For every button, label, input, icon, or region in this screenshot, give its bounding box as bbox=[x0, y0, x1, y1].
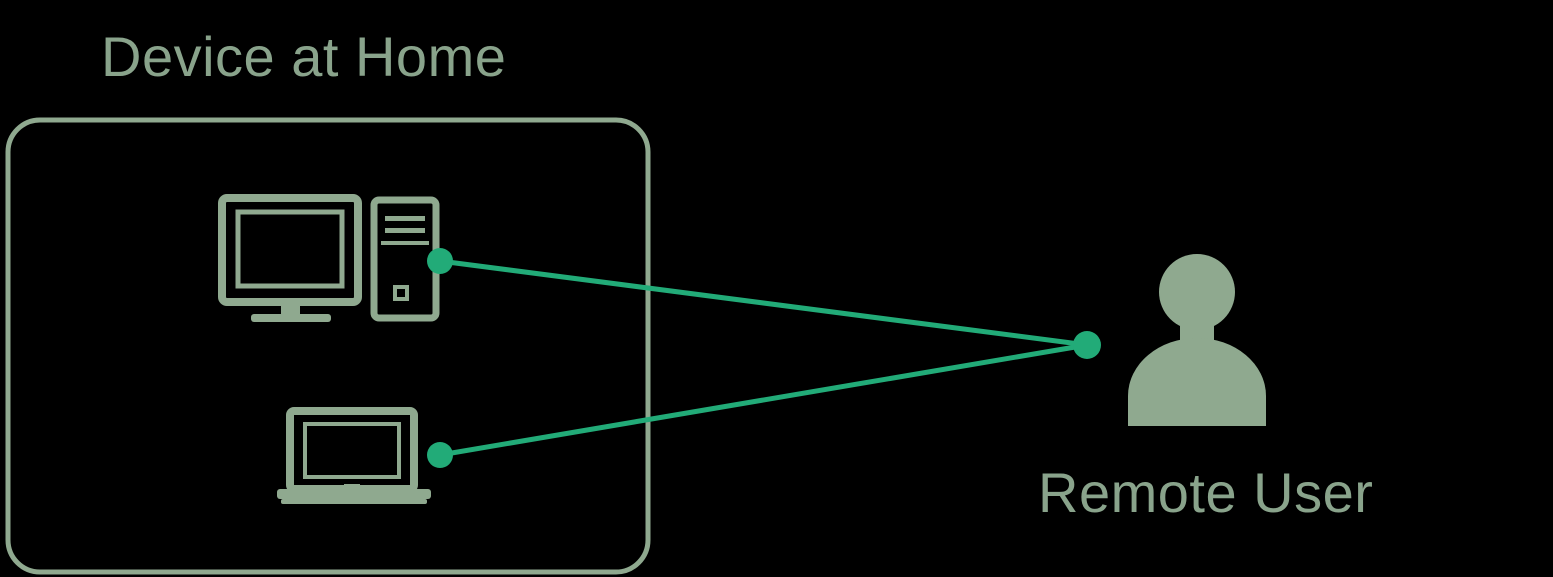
connector-dot-remote-user[interactable] bbox=[1073, 331, 1101, 359]
connection-line-laptop-to-remote-user bbox=[437, 342, 1090, 458]
home-boundary-box bbox=[5, 117, 651, 575]
person-body bbox=[1128, 338, 1266, 426]
connector-dot-desktop[interactable] bbox=[427, 248, 453, 274]
monitor-base bbox=[251, 314, 331, 322]
monitor-screen bbox=[235, 209, 345, 289]
remote-user-label: Remote User bbox=[1038, 461, 1373, 524]
tower-drive-slot-1 bbox=[385, 216, 425, 221]
connection-line-desktop-to-remote-user bbox=[437, 258, 1090, 348]
tower-drive-slot-2 bbox=[385, 228, 425, 233]
person-icon bbox=[1128, 254, 1266, 426]
connector-dot-laptop[interactable] bbox=[427, 442, 453, 468]
desktop-tower-icon bbox=[370, 196, 440, 322]
laptop-trackpad bbox=[344, 484, 360, 489]
laptop-front-lip bbox=[281, 499, 427, 504]
person-head bbox=[1159, 254, 1235, 330]
group-title-label: Device at Home bbox=[101, 25, 506, 88]
monitor-neck bbox=[281, 302, 300, 316]
laptop-deck bbox=[277, 489, 431, 499]
tower-panel-divider bbox=[381, 241, 429, 245]
laptop-screen bbox=[303, 422, 401, 479]
desktop-monitor-icon bbox=[218, 194, 362, 322]
laptop-icon bbox=[277, 407, 431, 504]
connection-lines bbox=[437, 258, 1090, 458]
tower-power-button bbox=[393, 285, 409, 301]
